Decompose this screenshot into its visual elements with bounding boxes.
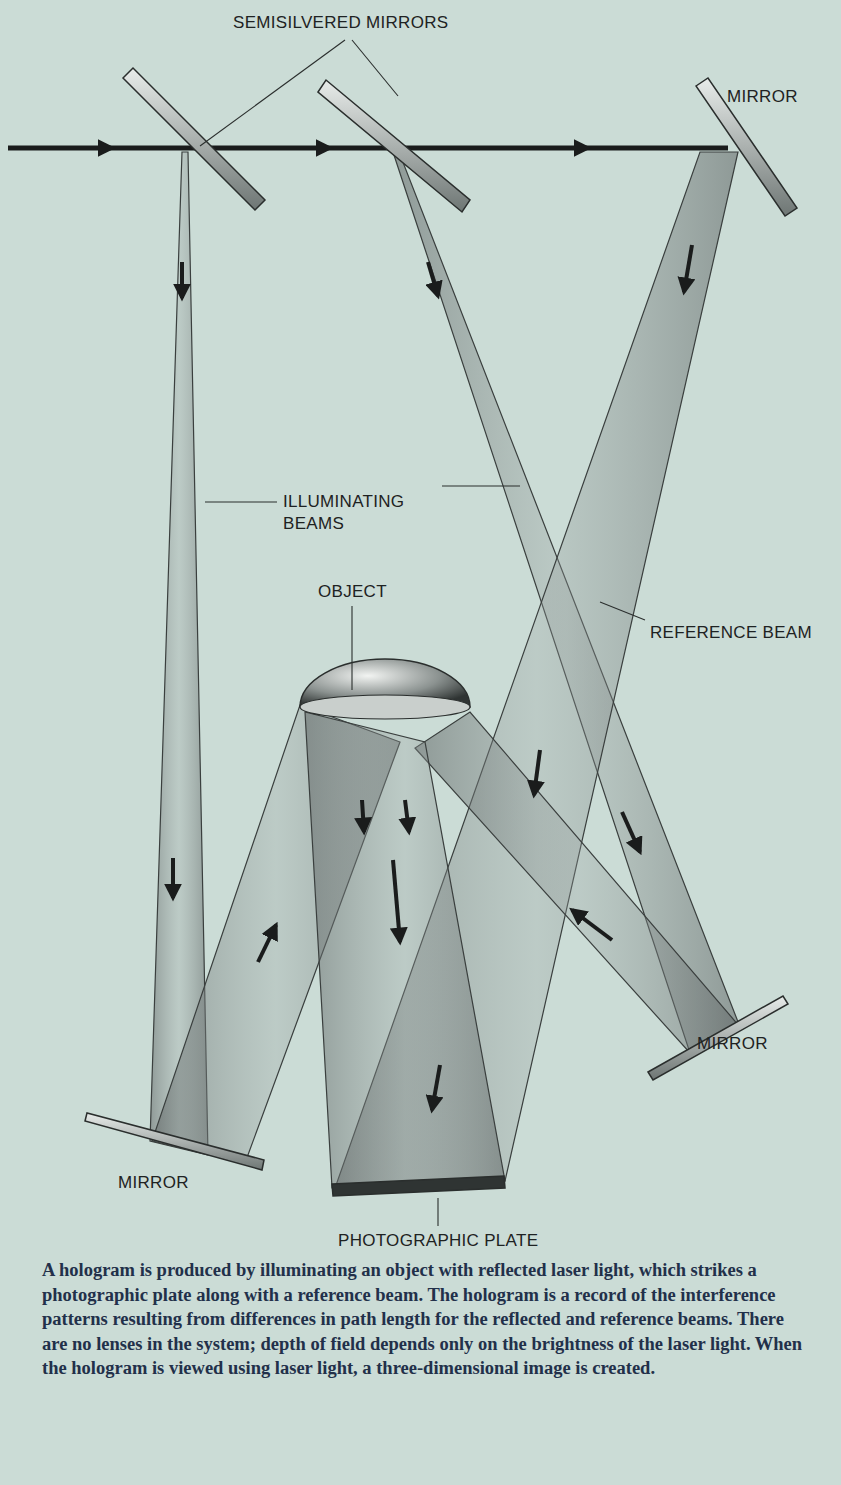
part-label: MIRROR bbox=[697, 1033, 768, 1055]
leader-lines bbox=[200, 40, 645, 1226]
laser-beam bbox=[8, 146, 728, 151]
figure-caption: A hologram is produced by illuminating a… bbox=[42, 1258, 812, 1381]
part-label: SEMISILVERED MIRRORS bbox=[233, 12, 448, 34]
part-label: MIRROR bbox=[118, 1172, 189, 1194]
semisilvered-mirror bbox=[123, 68, 265, 210]
object-beam bbox=[305, 712, 505, 1188]
object bbox=[300, 659, 470, 719]
mirror bbox=[648, 996, 788, 1080]
part-label: REFERENCE BEAM bbox=[650, 622, 812, 644]
part-label: MIRROR bbox=[727, 86, 798, 108]
part-label: PHOTOGRAPHIC PLATE bbox=[338, 1230, 538, 1252]
semisilvered-mirror bbox=[318, 80, 470, 212]
direction-arrows bbox=[70, 148, 692, 1110]
light-beams bbox=[150, 152, 740, 1188]
mirror bbox=[696, 78, 797, 216]
mirror bbox=[85, 1113, 264, 1170]
photographic-plate bbox=[332, 1176, 505, 1196]
part-label: ILLUMINATING BEAMS bbox=[283, 491, 433, 535]
part-label: OBJECT bbox=[318, 581, 387, 603]
